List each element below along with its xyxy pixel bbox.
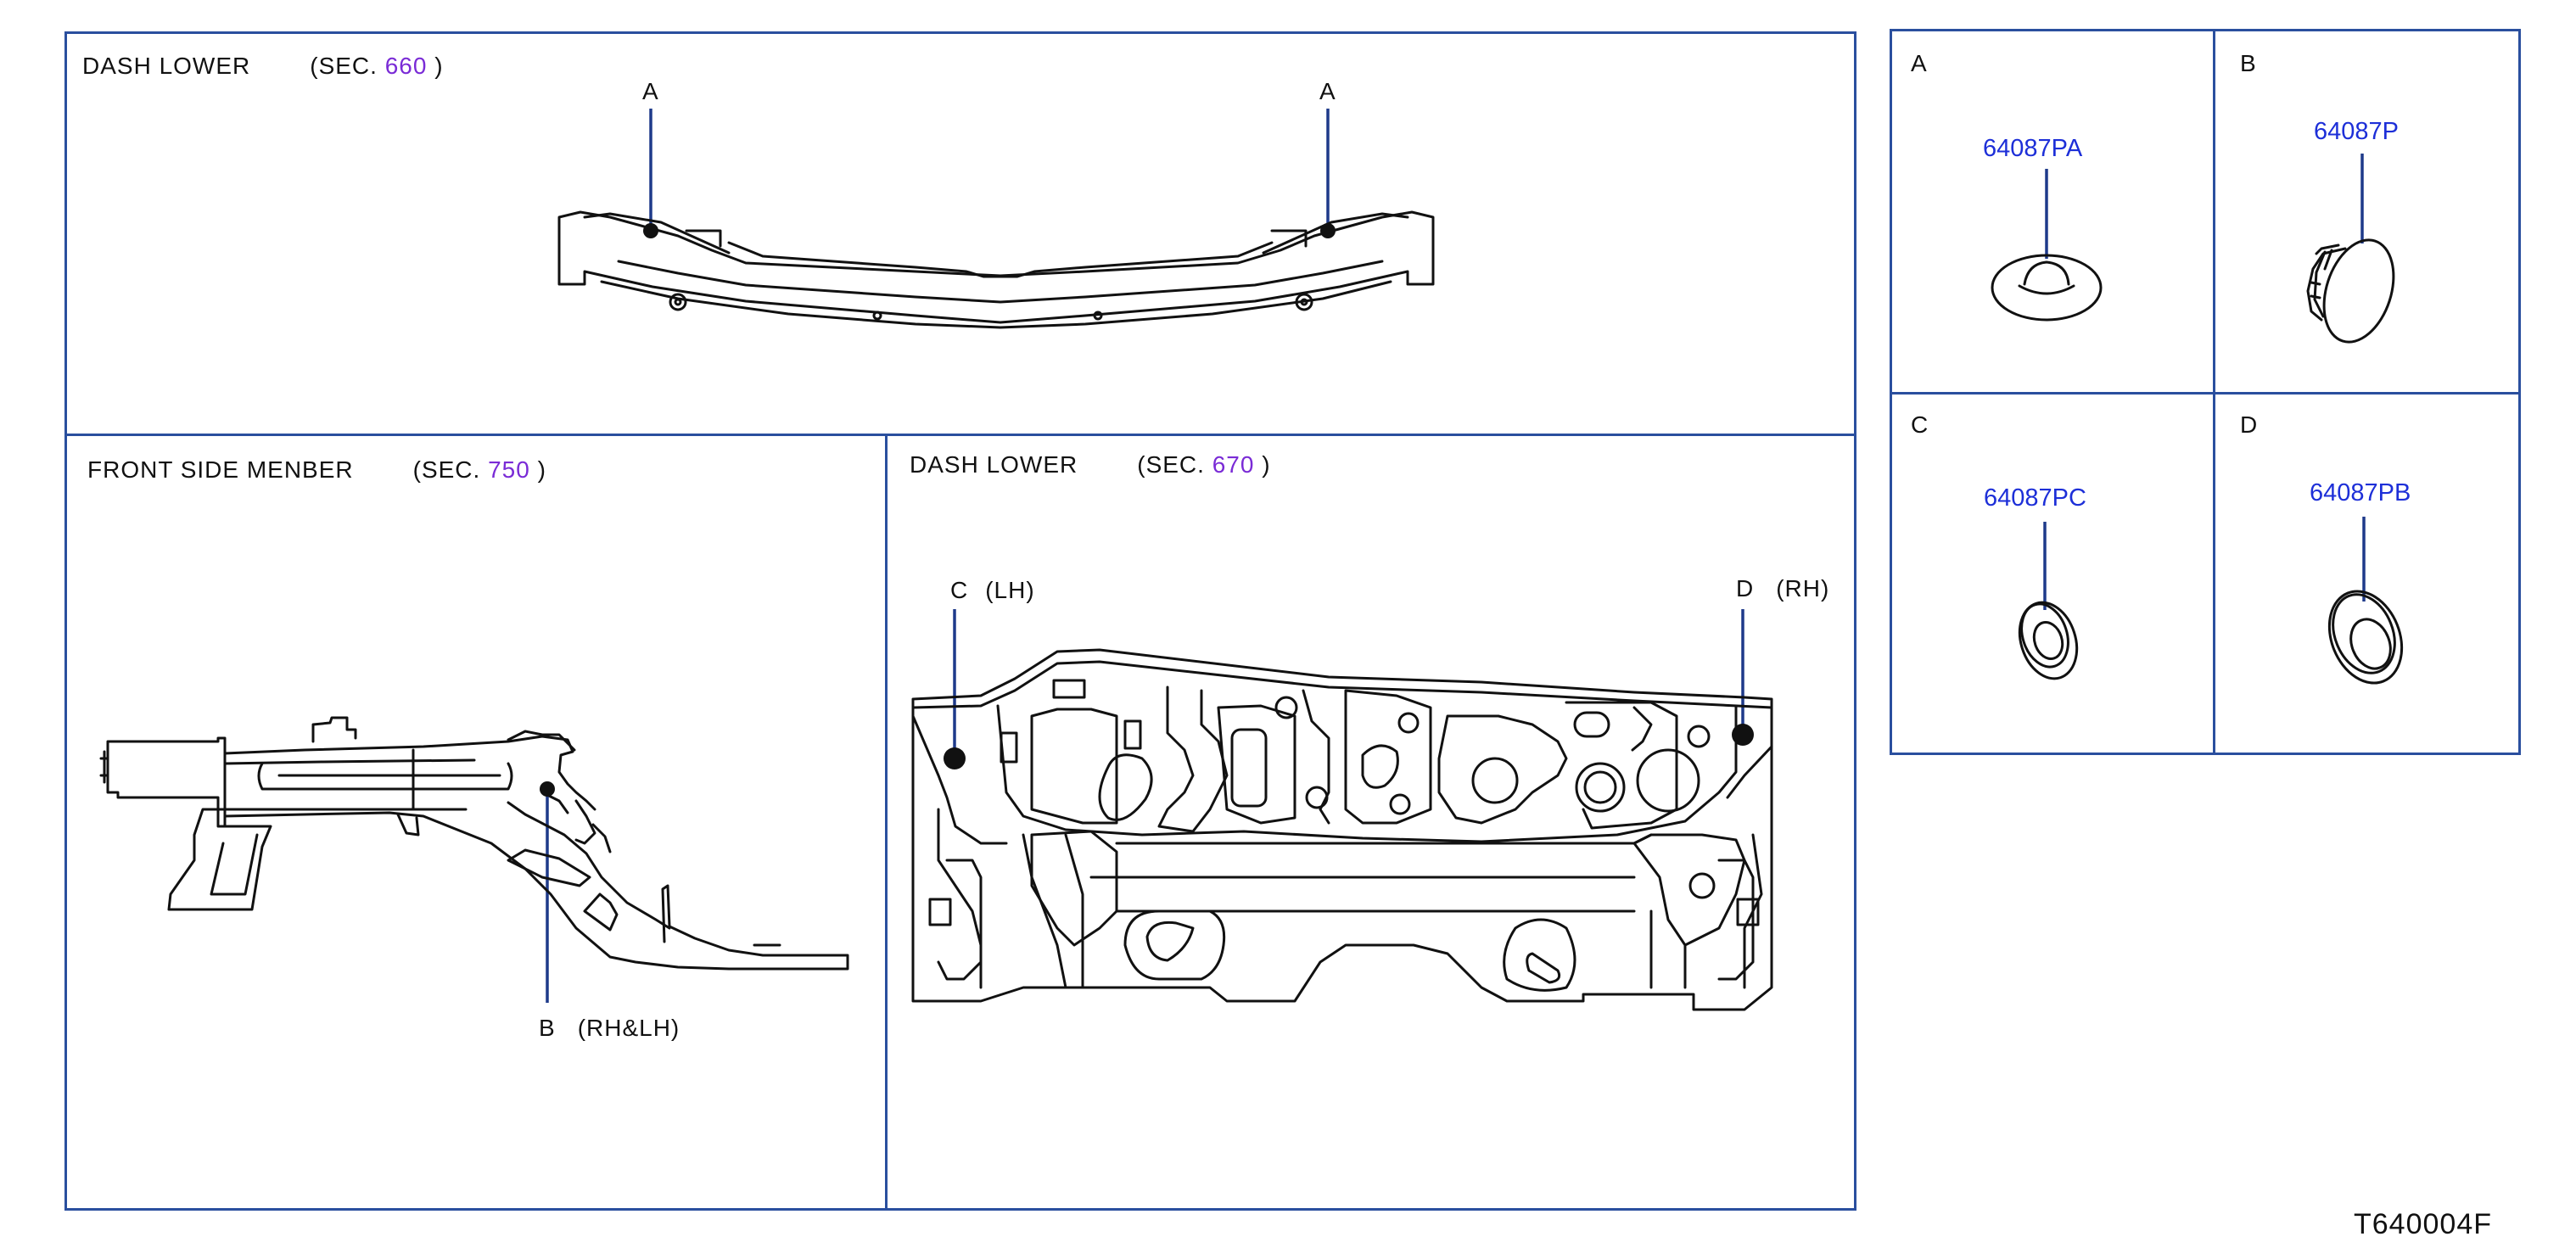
callout-side: (RH) xyxy=(1776,575,1830,602)
sec-suffix: ) xyxy=(434,53,444,79)
sec-prefix: (SEC. xyxy=(412,456,481,483)
part-number-64087PA[interactable]: 64087PA xyxy=(1983,135,2083,162)
callout-c-label: C (LH) xyxy=(950,577,1035,604)
parts-legend-grid: A 64087PA B 64087P C 64087PC D 640 xyxy=(1890,29,2521,755)
part-number-64087PB[interactable]: 64087PB xyxy=(2310,479,2411,506)
callout-b-label: B (RH&LH) xyxy=(539,1015,680,1042)
panel-dash-lower-670: DASH LOWER (SEC. 670 ) C (LH) D (RH) xyxy=(885,434,1856,1211)
cell-c-letter: C xyxy=(1911,411,1929,438)
part-number-64087PC[interactable]: 64087PC xyxy=(1984,484,2086,512)
callout-d-label: D (RH) xyxy=(1736,575,1829,602)
plug-clip-icon-b xyxy=(2306,154,2395,344)
callout-letter: C xyxy=(950,577,969,603)
title-text: FRONT SIDE MENBER xyxy=(87,456,354,483)
panel-front-side-member-750: FRONT SIDE MENBER (SEC. 750 ) B (RH&LH) xyxy=(64,434,888,1211)
sec-suffix: ) xyxy=(537,456,546,483)
panel-dash-lower-660: DASH LOWER (SEC. 660 ) A A xyxy=(64,31,1856,436)
callout-a-right: A xyxy=(1319,78,1336,104)
title-text: DASH LOWER xyxy=(82,53,251,79)
cell-a-letter: A xyxy=(1911,50,1928,76)
sec-prefix: (SEC. xyxy=(1137,451,1205,478)
callout-letter: D xyxy=(1736,575,1755,602)
grommet-icon-a xyxy=(1991,169,2103,322)
panel-title: DASH LOWER (SEC. 660 ) xyxy=(82,53,444,80)
front-side-member-drawing xyxy=(99,716,849,1003)
part-number-64087P[interactable]: 64087P xyxy=(2314,118,2399,145)
callout-side: (RH&LH) xyxy=(577,1015,680,1041)
dash-lower-panel-drawing xyxy=(911,609,1773,1011)
panel-title: DASH LOWER (SEC. 670 ) xyxy=(910,451,1271,478)
callout-letter: B xyxy=(539,1015,556,1041)
callout-side: (LH) xyxy=(985,577,1035,603)
grommet-icon-d xyxy=(2327,517,2404,685)
cell-d-letter: D xyxy=(2240,411,2259,438)
diagram-code: T640004F xyxy=(2354,1208,2492,1240)
title-text: DASH LOWER xyxy=(910,451,1078,478)
sec-suffix: ) xyxy=(1262,451,1271,478)
dash-lower-crossmember-drawing xyxy=(557,109,1435,329)
section-link-670[interactable]: 670 xyxy=(1212,451,1255,478)
grid-divider-horizontal xyxy=(1892,392,2518,394)
panel-title: FRONT SIDE MENBER (SEC. 750 ) xyxy=(87,456,546,484)
section-link-660[interactable]: 660 xyxy=(384,53,428,79)
section-link-750[interactable]: 750 xyxy=(488,456,530,483)
grommet-icon-c xyxy=(2018,522,2079,680)
callout-a-left: A xyxy=(642,78,659,104)
cell-b-letter: B xyxy=(2240,50,2257,76)
sec-prefix: (SEC. xyxy=(310,53,378,79)
